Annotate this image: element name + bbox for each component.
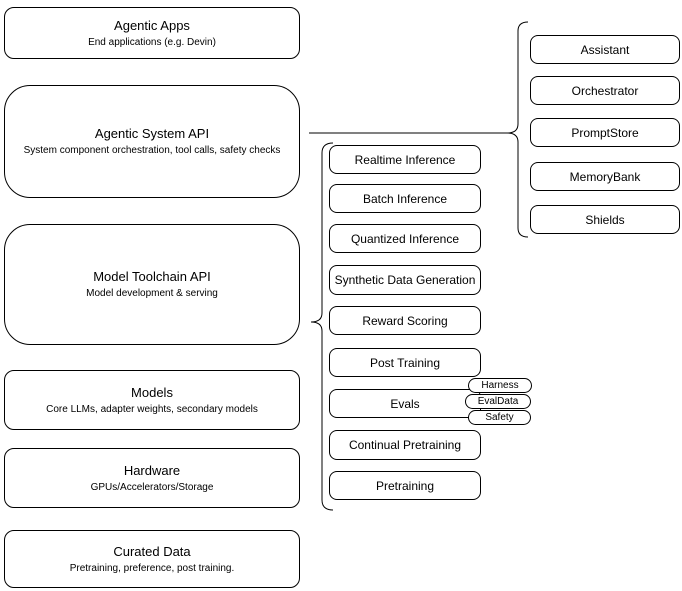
box-agentic-apps: Agentic Apps End applications (e.g. Devi… <box>4 7 300 59</box>
box-models: Models Core LLMs, adapter weights, secon… <box>4 370 300 430</box>
component-memorybank: MemoryBank <box>530 162 680 191</box>
toolchain-group-brace <box>310 142 334 511</box>
component-continual-pretraining: Continual Pretraining <box>329 430 481 460</box>
component-assistant: Assistant <box>530 35 680 64</box>
box-agentic-system-api-subtitle: System component orchestration, tool cal… <box>23 145 281 156</box>
tag-harness: Harness <box>468 378 532 393</box>
box-agentic-apps-subtitle: End applications (e.g. Devin) <box>88 36 216 48</box>
box-agentic-apps-title: Agentic Apps <box>114 17 190 33</box>
box-agentic-system-api: Agentic System API System component orch… <box>4 85 300 198</box>
box-agentic-system-api-title: Agentic System API <box>94 126 210 141</box>
component-evals: Evals <box>329 389 481 418</box>
box-models-subtitle: Core LLMs, adapter weights, secondary mo… <box>46 403 258 415</box>
component-orchestrator: Orchestrator <box>530 76 680 105</box>
component-shields: Shields <box>530 205 680 234</box>
component-batch-inference: Batch Inference <box>329 184 481 213</box>
component-pretraining: Pretraining <box>329 471 481 500</box>
box-model-toolchain-api: Model Toolchain API Model development & … <box>4 224 300 345</box>
box-hardware-subtitle: GPUs/Accelerators/Storage <box>90 481 214 493</box>
component-reward-scoring: Reward Scoring <box>329 306 481 335</box>
box-models-title: Models <box>131 384 173 400</box>
agentic-group-brace <box>506 21 529 238</box>
component-quantized-inference: Quantized Inference <box>329 224 481 253</box>
box-hardware: Hardware GPUs/Accelerators/Storage <box>4 448 300 508</box>
box-model-toolchain-api-title: Model Toolchain API <box>93 269 211 284</box>
box-hardware-title: Hardware <box>123 462 181 478</box>
box-curated-data: Curated Data Pretraining, preference, po… <box>4 530 300 588</box>
tag-evaldata: EvalData <box>465 394 531 409</box>
component-synthetic-data-generation: Synthetic Data Generation <box>329 265 481 295</box>
component-realtime-inference: Realtime Inference <box>329 145 481 174</box>
box-curated-data-title: Curated Data <box>113 543 191 559</box>
tag-safety: Safety <box>468 410 531 425</box>
component-post-training: Post Training <box>329 348 481 377</box>
box-model-toolchain-api-subtitle: Model development & serving <box>86 288 218 299</box>
box-curated-data-subtitle: Pretraining, preference, post training. <box>69 562 235 574</box>
component-promptstore: PromptStore <box>530 118 680 147</box>
